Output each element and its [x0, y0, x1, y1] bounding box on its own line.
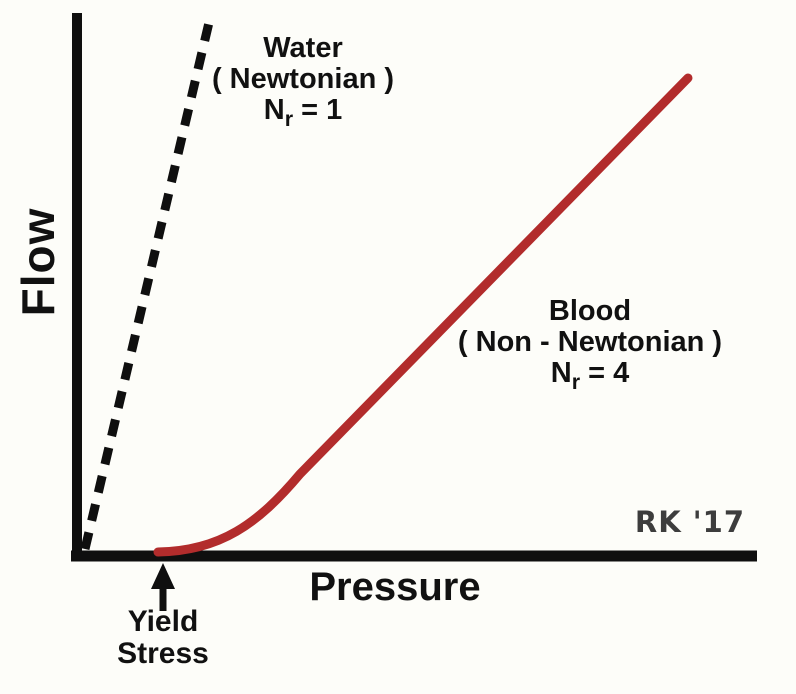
water-series-line — [80, 12, 216, 551]
blood-series-type: ( Non - Newtonian ) — [457, 326, 723, 358]
signature: RK '17 — [634, 505, 745, 539]
blood-series-label: Blood ( Non - Newtonian ) Nr = 4 — [440, 296, 740, 398]
water-reynolds-formula: Nr = 1 — [163, 95, 443, 135]
water-n-symbol: N — [263, 94, 285, 126]
yield-stress-line2: Stress — [117, 637, 209, 670]
blood-series-name: Blood — [548, 295, 632, 327]
water-n-subscript: r — [284, 106, 294, 131]
water-n-value: = 1 — [301, 94, 343, 126]
water-series-label: Water ( Newtonian ) Nr = 1 — [163, 33, 443, 135]
blood-n-symbol: N — [550, 357, 572, 389]
x-axis-label: Pressure — [309, 565, 481, 609]
yield-arrow-head — [151, 563, 175, 589]
blood-n-value: = 4 — [588, 357, 630, 389]
blood-n-subscript: r — [571, 369, 581, 394]
yield-stress-annotation: Yield Stress — [83, 606, 243, 670]
water-series-type: ( Newtonian ) — [211, 63, 395, 95]
y-axis-label: Flow — [12, 207, 64, 317]
yield-stress-line1: Yield — [127, 605, 199, 638]
blood-series-curve — [153, 73, 693, 557]
water-series-name: Water — [263, 32, 343, 64]
blood-reynolds-formula: Nr = 4 — [440, 358, 740, 398]
